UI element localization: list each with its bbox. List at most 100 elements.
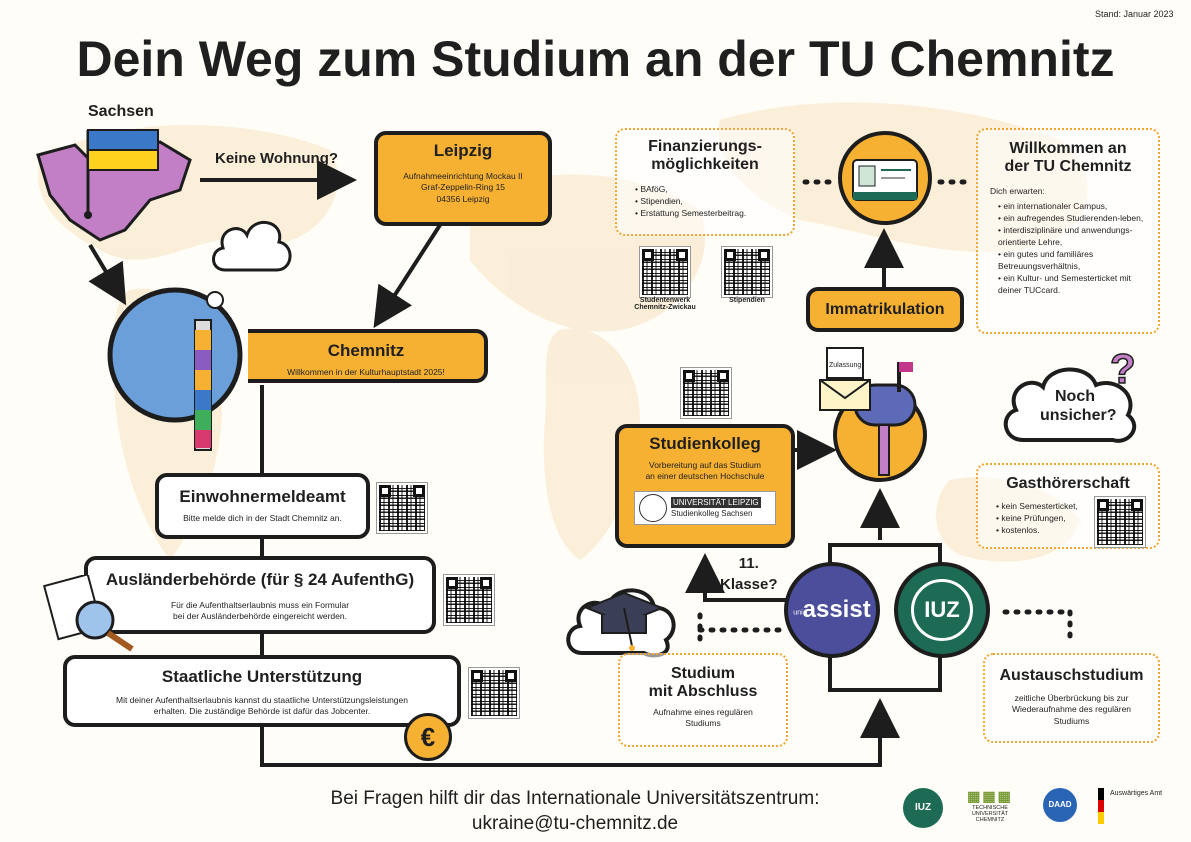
willkommen-item: ein Kultur- und Semesterticket mit deine… — [998, 273, 1152, 297]
keine-wohnung-label: Keine Wohnung? — [215, 150, 339, 167]
studium-title: mit Abschluss — [648, 683, 758, 700]
tuc-logo-mark: ▦▦▦ — [967, 788, 1013, 804]
studienkolleg-line: an einer deutschen Hochschule — [645, 471, 765, 482]
chemnitz-title: Chemnitz — [327, 341, 405, 360]
cloud-icon — [212, 220, 292, 272]
zulassung-label: Zulassung — [829, 362, 862, 369]
qr-label: Chemnitz-Zwickau — [634, 304, 696, 311]
chemnitz-globe-icon — [107, 287, 243, 451]
footer-email-link[interactable]: ukraine@tu-chemnitz.de — [471, 812, 679, 834]
page-title: Dein Weg zum Studium an der TU Chemnitz — [76, 31, 1115, 87]
auslaenderbehoerde-line: bei der Ausländerbehörde eingereicht wer… — [173, 611, 347, 622]
auslaenderbehoerde-title: Ausländerbehörde (für § 24 AufenthG) — [105, 570, 415, 589]
finanzierung-item: Erstattung Semesterbeitrag. — [635, 208, 793, 220]
studienkolleg-box: Studienkolleg Vorbereitung auf das Studi… — [615, 424, 795, 548]
willkommen-intro: Dich erwarten: — [990, 186, 1045, 196]
gasthoerer-item: kostenlos. — [996, 525, 1158, 537]
qr-label: Studentenwerk — [639, 297, 691, 304]
einwohnermeldeamt-text: Bitte melde dich in der Stadt Chemnitz a… — [183, 513, 342, 523]
auslaenderbehoerde-box: Ausländerbehörde (für § 24 AufenthG) Für… — [84, 556, 436, 634]
noch-unsicher-line: unsicher? — [1040, 407, 1117, 425]
studium-title: Studium — [671, 665, 735, 682]
unterstuetzung-box: Staatliche Unterstützung Mit deiner Aufe… — [63, 655, 461, 727]
unterstuetzung-line: erhalten. Die zuständige Behörde ist daf… — [153, 706, 371, 717]
qr-code[interactable] — [639, 246, 691, 298]
leipzig-line: 04356 Leipzig — [436, 193, 490, 204]
tuccard-icon — [838, 131, 932, 225]
graduation-cap-icon — [566, 588, 676, 658]
footer: Bei Fragen hilft dir das Internationale … — [230, 787, 920, 836]
finanzierung-box: Finanzierungs- möglichkeiten BAföG, Stip… — [615, 128, 795, 236]
austausch-line: Studiums — [1053, 715, 1090, 726]
uni-assist-logo[interactable]: uniassist — [784, 562, 880, 658]
uni-assist-prefix: uni — [793, 609, 803, 617]
studium-box: Studium mit Abschluss Aufnahme eines reg… — [618, 653, 788, 747]
german-flag-icon — [1098, 788, 1104, 824]
tuc-logo-text: CHEMNITZ — [975, 817, 1005, 823]
auslaenderbehoerde-line: Für die Aufenthaltserlaubnis muss ein Fo… — [170, 600, 350, 610]
gasthoerer-item: kein Semesterticket, — [996, 501, 1158, 513]
sachsen-label: Sachsen — [88, 103, 154, 120]
einwohnermeldeamt-title: Einwohnermeldeamt — [179, 487, 346, 506]
finanzierung-title: Finanzierungs- — [648, 138, 762, 155]
logo-text: Studienkolleg Sachsen — [671, 508, 753, 518]
qr-code[interactable] — [376, 482, 428, 534]
willkommen-title: Willkommen an — [1009, 140, 1127, 157]
leipzig-line: Graf-Zeppelin-Ring 15 — [420, 182, 506, 193]
chemnitz-subtitle: Willkommen in der Kulturhauptstadt 2025! — [287, 367, 445, 377]
willkommen-item: ein internationaler Campus, — [998, 201, 1152, 213]
austausch-line: Wiederaufnahme des regulären — [1011, 704, 1132, 715]
logo-text: UNIVERSITÄT LEIPZIG — [671, 496, 761, 508]
willkommen-item: ein gutes und familiäres Betreuungsverhä… — [998, 249, 1152, 273]
finanzierung-item: BAföG, — [635, 184, 793, 196]
question-cloud-icon: ? — [1003, 345, 1136, 443]
klasse-line: 11. — [738, 555, 759, 572]
footer-text: Bei Fragen hilft dir das Internationale … — [330, 788, 820, 809]
seal-icon — [639, 493, 667, 522]
klasse-line: Klasse? — [720, 576, 778, 593]
uni-assist-text: assist — [802, 596, 871, 623]
iuz-text: IUZ — [911, 579, 973, 641]
qr-code[interactable] — [721, 246, 773, 298]
austausch-box: Austauschstudium zeitliche Überbrückung … — [983, 653, 1160, 743]
magnifier-document-icon — [42, 575, 134, 652]
saxony-map-icon — [36, 129, 192, 242]
iuz-small-logo: IUZ — [903, 788, 943, 828]
euro-coin-icon: € — [404, 713, 452, 761]
chemnitz-box: Chemnitz Willkommen in der Kulturhauptst… — [248, 329, 488, 383]
leipzig-title: Leipzig — [433, 141, 493, 160]
noch-unsicher-label: Noch unsicher? — [1040, 387, 1117, 425]
finanzierung-item: Stipendien, — [635, 196, 793, 208]
studium-line: Studiums — [685, 718, 721, 729]
qr-code[interactable] — [443, 574, 495, 626]
immatrikulation-title: Immatrikulation — [825, 301, 945, 318]
studium-line: Aufnahme eines regulären — [653, 707, 753, 717]
iuz-logo[interactable]: IUZ — [894, 562, 990, 658]
willkommen-item: interdisziplinäre und anwendungs-orienti… — [998, 225, 1152, 249]
qr-code[interactable] — [680, 367, 732, 419]
unterstuetzung-title: Staatliche Unterstützung — [161, 667, 363, 686]
mailbox-icon — [819, 347, 927, 482]
studienkolleg-line: Vorbereitung auf das Studium — [649, 460, 761, 470]
qr-code[interactable] — [468, 667, 520, 719]
tuc-logo-text: TECHNISCHE UNIVERSITÄT — [971, 805, 1009, 817]
unterstuetzung-line: Mit deiner Aufenthaltserlaubnis kannst d… — [115, 695, 408, 705]
willkommen-title: der TU Chemnitz — [1004, 158, 1132, 175]
qr-code[interactable] — [1094, 496, 1146, 548]
leipzig-line: Aufnahmeeinrichtung Mockau II — [403, 171, 523, 181]
noch-unsicher-line: Noch — [1055, 388, 1095, 405]
willkommen-item: ein aufregendes Studierenden-leben, — [998, 213, 1152, 225]
stand-date: Stand: Januar 2023 — [1095, 9, 1174, 19]
austausch-line: zeitliche Überbrückung bis zur — [1014, 693, 1129, 703]
willkommen-box: Willkommen an der TU Chemnitz Dich erwar… — [976, 128, 1160, 334]
klasse-label: 11. Klasse? — [720, 553, 778, 595]
finanzierung-title: möglichkeiten — [651, 156, 759, 173]
studienkolleg-title: Studienkolleg — [649, 434, 761, 453]
leipzig-box: Leipzig Aufnahmeeinrichtung Mockau II Gr… — [374, 131, 552, 226]
uni-leipzig-logo: UNIVERSITÄT LEIPZIG Studienkolleg Sachse… — [634, 490, 776, 525]
tuc-logo: ▦▦▦ TECHNISCHE UNIVERSITÄT CHEMNITZ — [955, 788, 1025, 823]
qr-label: Stipendien — [729, 297, 765, 304]
gasthoerer-title: Gasthörerschaft — [1006, 475, 1130, 492]
einwohnermeldeamt-box: Einwohnermeldeamt Bitte melde dich in de… — [155, 473, 370, 539]
